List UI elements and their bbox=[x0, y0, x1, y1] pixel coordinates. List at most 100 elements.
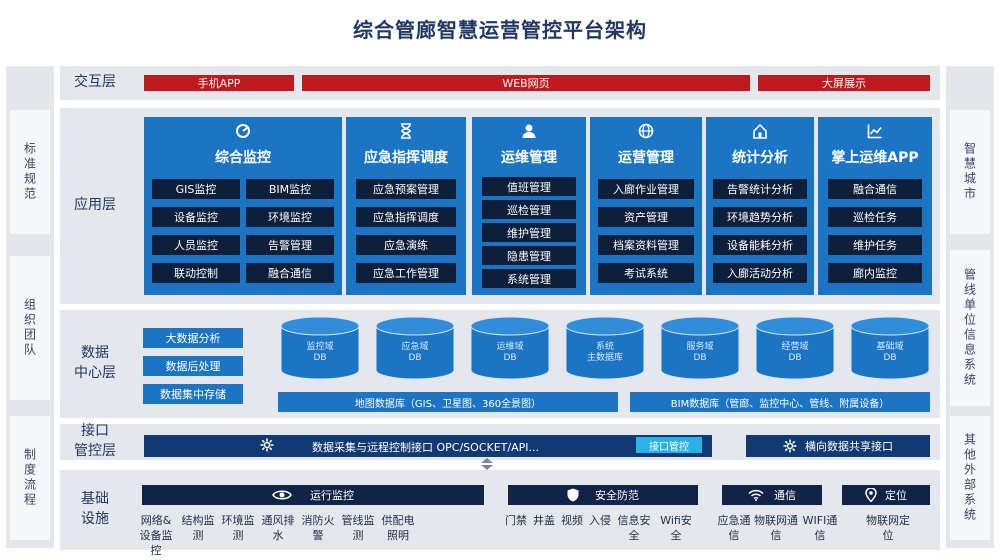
infra-item: Wifi安全 bbox=[660, 514, 692, 542]
globe-icon bbox=[590, 123, 702, 143]
app-module-monitoring: 综合监控 GIS监控 BIM监控 设备监控 环境监控 人员监控 告警管理 联动控… bbox=[144, 117, 342, 295]
sidebar-item-smart-city: 智慧城市 bbox=[950, 110, 990, 234]
app-module-item: 融合通信 bbox=[828, 179, 922, 199]
sidebar-item-standards: 标准规范 bbox=[10, 110, 50, 234]
app-module-item: 档案资料管理 bbox=[598, 235, 694, 255]
app-module-statistics: 统计分析 告警统计分析 环境趋势分析 设备能耗分析 入廊活动分析 bbox=[706, 117, 814, 295]
bim-database-bar: BIM数据库（管廊、监控中心、管线、附属设备） bbox=[630, 392, 930, 412]
app-module-item: 入廊作业管理 bbox=[598, 179, 694, 199]
layer-label: 基础设施 bbox=[81, 491, 109, 527]
app-module-item: 人员监控 bbox=[152, 235, 240, 255]
gear-icon bbox=[260, 438, 274, 455]
app-module-title: 运营管理 bbox=[618, 150, 674, 166]
app-module-item: 廊内监控 bbox=[828, 263, 922, 283]
interface-bar-label: 数据采集与远程控制接口 OPC/SOCKET/API... bbox=[312, 441, 539, 454]
web-page-bar: WEB网页 bbox=[302, 75, 750, 91]
app-module-title: 应急指挥调度 bbox=[364, 150, 448, 166]
app-module-item: 环境监控 bbox=[246, 207, 334, 227]
infra-item: 供配电照明 bbox=[381, 514, 415, 542]
app-module-title: 综合监控 bbox=[215, 150, 271, 166]
data-sharing-interface-bar: 横向数据共享接口 bbox=[746, 435, 930, 457]
data-center-button: 大数据分析 bbox=[143, 328, 243, 348]
interface-layer: 接口管控层 数据采集与远程控制接口 OPC/SOCKET/API... 接口管控… bbox=[60, 423, 940, 460]
app-module-item: 巡检任务 bbox=[828, 207, 922, 227]
app-module-item: 应急预案管理 bbox=[356, 179, 456, 199]
database-label: 系统主数据库 bbox=[586, 342, 623, 364]
infra-item: 物联网通信 bbox=[754, 514, 798, 542]
sidebar-item-team: 组织团队 bbox=[10, 256, 50, 400]
page-title: 综合管廊智慧运营管控平台架构 bbox=[353, 18, 647, 42]
infra-item: 视频 bbox=[561, 514, 583, 527]
database-cylinder: 系统主数据库 bbox=[565, 316, 645, 380]
chart-icon bbox=[818, 123, 932, 143]
app-module-item: 系统管理 bbox=[482, 269, 576, 288]
app-module-item: 考试系统 bbox=[598, 263, 694, 283]
gear-icon bbox=[783, 439, 797, 453]
layer-label: 应用层 bbox=[74, 197, 116, 214]
app-module-item: 巡检管理 bbox=[482, 200, 576, 219]
bidirectional-arrow-icon bbox=[481, 458, 493, 470]
infra-group-runtime-monitoring: 运行监控 bbox=[142, 485, 484, 505]
infra-item: 通风排水 bbox=[261, 514, 295, 542]
sidebar-item-external-systems: 其他外部系统 bbox=[950, 416, 990, 540]
sidebar-item-process: 制度流程 bbox=[10, 416, 50, 540]
app-module-item: BIM监控 bbox=[246, 179, 334, 199]
interface-control-tag: 接口管控 bbox=[636, 437, 702, 453]
infra-item: 门禁 bbox=[505, 514, 527, 527]
right-sidebar: 智慧城市 管线单位信息系统 其他外部系统 bbox=[946, 66, 994, 548]
app-module-item: 融合通信 bbox=[246, 263, 334, 283]
layer-label: 数据中心层 bbox=[74, 345, 116, 381]
layer-label: 接口管控层 bbox=[74, 423, 116, 459]
app-module-item: 入廊活动分析 bbox=[713, 263, 807, 283]
app-module-item: 维护任务 bbox=[828, 235, 922, 255]
infra-item: WIFI通信 bbox=[802, 514, 838, 542]
infra-item: 应急通信 bbox=[717, 514, 751, 542]
app-module-mobile-app: 掌上运维APP 融合通信 巡检任务 维护任务 廊内监控 bbox=[818, 117, 932, 295]
app-module-emergency: 应急指挥调度 应急预案管理 应急指挥调度 应急演练 应急工作管理 bbox=[346, 117, 466, 295]
infra-item: 消防火警 bbox=[301, 514, 335, 542]
infra-item: 环境监测 bbox=[221, 514, 255, 542]
hourglass-icon bbox=[346, 123, 466, 143]
shield-icon bbox=[567, 488, 579, 502]
infra-group-communication: 通信 bbox=[722, 485, 822, 505]
app-module-item: 维护管理 bbox=[482, 223, 576, 242]
app-module-item: 告警统计分析 bbox=[713, 179, 807, 199]
user-icon bbox=[472, 123, 586, 143]
app-module-item: 设备能耗分析 bbox=[713, 235, 807, 255]
infra-item: 物联网定位 bbox=[866, 514, 910, 542]
infra-item: 入侵 bbox=[589, 514, 611, 527]
house-icon bbox=[706, 123, 814, 143]
eye-icon bbox=[272, 489, 292, 501]
infra-group-positioning: 定位 bbox=[842, 485, 930, 505]
app-module-item: 联动控制 bbox=[152, 263, 240, 283]
mobile-app-bar: 手机APP bbox=[144, 75, 294, 91]
app-module-operations-maintenance: 运维管理 值班管理 巡检管理 维护管理 隐患管理 系统管理 bbox=[472, 117, 586, 295]
app-module-title: 统计分析 bbox=[732, 150, 788, 166]
wifi-icon bbox=[748, 489, 764, 501]
app-module-item: 告警管理 bbox=[246, 235, 334, 255]
gauge-icon bbox=[144, 123, 342, 143]
infra-group-security: 安全防范 bbox=[508, 485, 698, 505]
infra-item: 井盖 bbox=[533, 514, 555, 527]
app-module-item: 应急指挥调度 bbox=[356, 207, 456, 227]
infra-item: 信息安全 bbox=[617, 514, 651, 542]
app-module-item: GIS监控 bbox=[152, 179, 240, 199]
infrastructure-layer: 基础设施 运行监控 安全防范 通信 定位 网络&设备监控 结构监测 环境监测 通… bbox=[60, 470, 940, 557]
layer-label: 交互层 bbox=[74, 74, 116, 91]
app-module-item: 设备监控 bbox=[152, 207, 240, 227]
app-module-item: 隐患管理 bbox=[482, 246, 576, 265]
app-module-title: 运维管理 bbox=[501, 150, 557, 166]
